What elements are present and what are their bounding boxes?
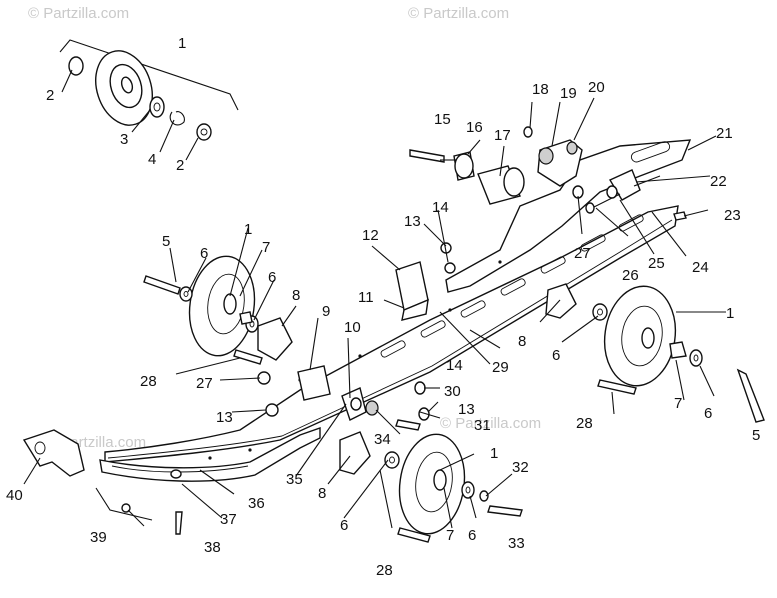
callout: 11 xyxy=(358,289,374,306)
leader-lines xyxy=(23,69,726,529)
callout: 28 xyxy=(140,373,157,390)
watermark: © Partzilla.com xyxy=(28,5,129,22)
watermark: © Partzilla.com xyxy=(440,415,541,432)
callout: 39 xyxy=(90,529,107,546)
callout: 13 xyxy=(458,401,475,418)
callout: 21 xyxy=(716,125,733,142)
wheel-right xyxy=(603,285,677,387)
callout: 37 xyxy=(220,511,237,528)
callout: 8 xyxy=(518,333,526,350)
callout: 18 xyxy=(532,81,549,98)
hardware xyxy=(22,126,765,543)
callout: 4 xyxy=(148,151,156,168)
callout: 6 xyxy=(268,269,276,286)
callout: 26 xyxy=(622,267,639,284)
callout: 28 xyxy=(376,562,393,579)
callout: 35 xyxy=(286,471,303,488)
callout: 8 xyxy=(292,287,300,304)
callout: 14 xyxy=(446,357,463,374)
callout: 13 xyxy=(216,409,233,426)
callout: 14 xyxy=(432,199,449,216)
callout: 6 xyxy=(340,517,348,534)
callout: 16 xyxy=(466,119,483,136)
callout: 25 xyxy=(648,255,665,272)
callout: 2 xyxy=(46,87,54,104)
callout: 28 xyxy=(576,415,593,432)
callout: 5 xyxy=(162,233,170,250)
callouts: 1 2 3 4 2 1 5 6 7 6 8 9 10 11 12 13 14 1… xyxy=(6,35,760,579)
callout: 15 xyxy=(434,111,451,128)
callout: 1 xyxy=(244,221,252,238)
callout: 40 xyxy=(6,487,23,504)
callout: 22 xyxy=(710,173,727,190)
callout: 6 xyxy=(704,405,712,422)
callout: 34 xyxy=(374,431,391,448)
callout: 36 xyxy=(248,495,265,512)
callout: 27 xyxy=(574,245,591,262)
callout: 27 xyxy=(196,375,213,392)
callout: 12 xyxy=(362,227,379,244)
callout: 33 xyxy=(508,535,525,552)
callout: 19 xyxy=(560,85,577,102)
wheel-left xyxy=(188,255,256,357)
callout: 13 xyxy=(404,213,421,230)
callout: 6 xyxy=(468,527,476,544)
callout: 38 xyxy=(204,539,221,556)
callout: 8 xyxy=(318,485,326,502)
callout: 29 xyxy=(492,359,509,376)
callout: 24 xyxy=(692,259,709,276)
callout: 1 xyxy=(178,35,186,52)
callout: 9 xyxy=(322,303,330,320)
top-wheel-assembly xyxy=(59,39,239,141)
wheel-bottom xyxy=(398,433,466,535)
callout: 6 xyxy=(552,347,560,364)
callout: 3 xyxy=(120,131,128,148)
callout: 7 xyxy=(262,239,270,256)
callout: 1 xyxy=(490,445,498,462)
callout: 7 xyxy=(674,395,682,412)
callout: 23 xyxy=(724,207,741,224)
callout: 7 xyxy=(446,527,454,544)
callout: 17 xyxy=(494,127,511,144)
callout: 20 xyxy=(588,79,605,96)
callout: 6 xyxy=(200,245,208,262)
callout: 31 xyxy=(474,417,491,434)
callout: 5 xyxy=(752,427,760,444)
callout: 2 xyxy=(176,157,184,174)
callout: 32 xyxy=(512,459,529,476)
callout: 1 xyxy=(726,305,734,322)
watermark: © Partzilla.com xyxy=(408,5,509,22)
callout: 10 xyxy=(344,319,361,336)
callout: 30 xyxy=(444,383,461,400)
